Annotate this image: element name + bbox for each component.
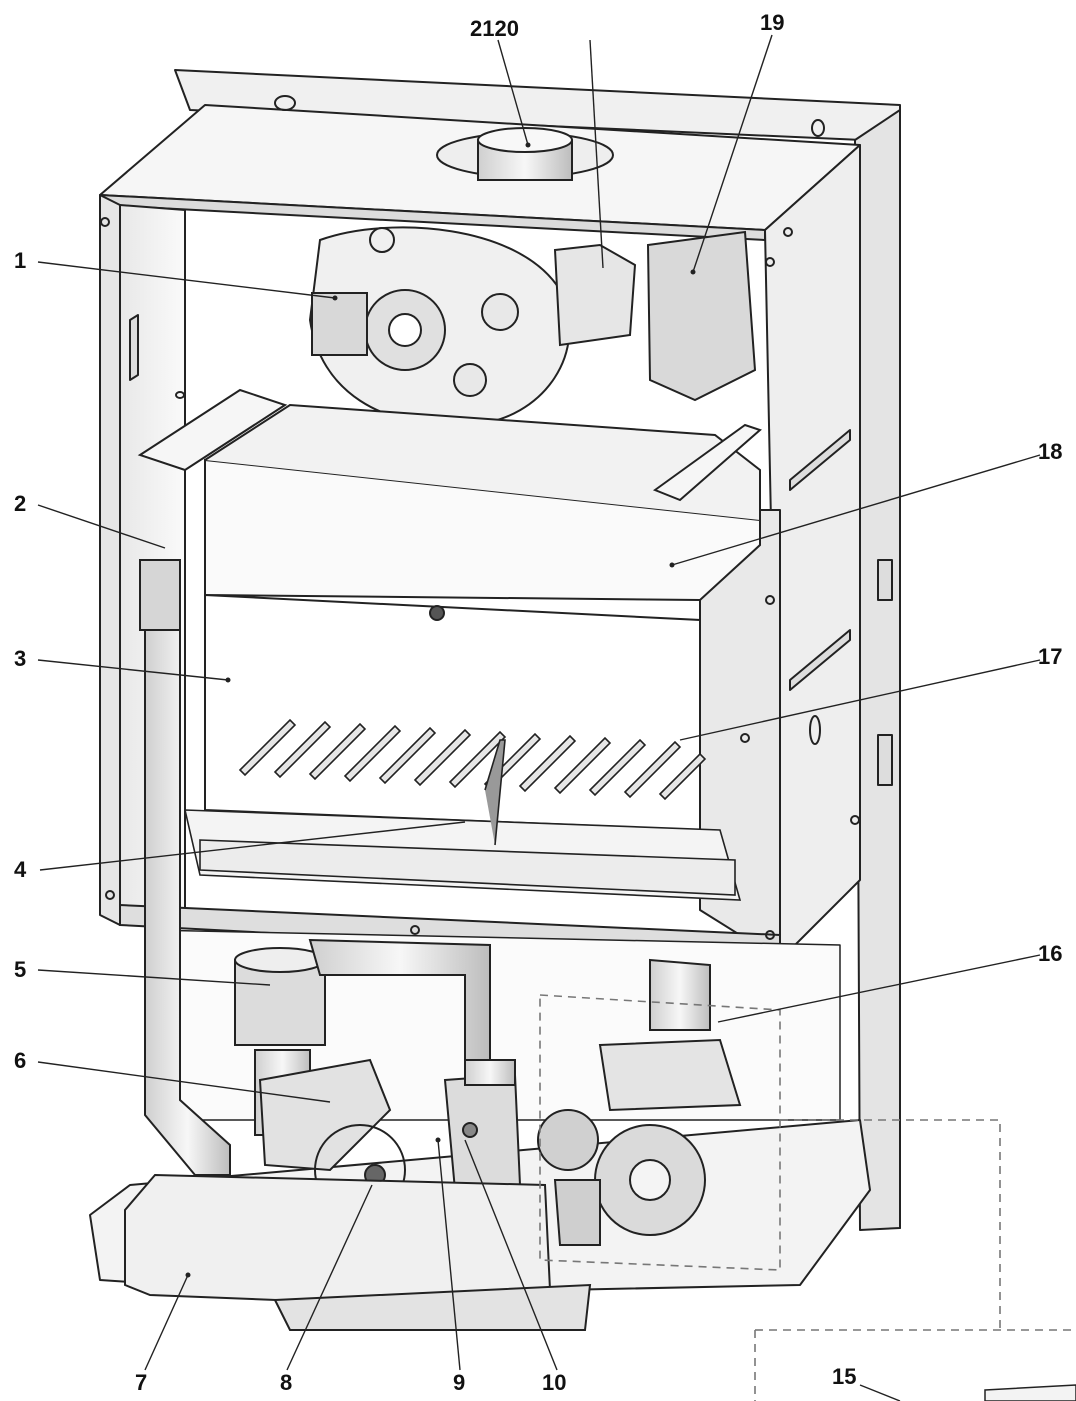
- callout-10: 10: [542, 1370, 567, 1395]
- leader-endpoints: [185, 142, 696, 1278]
- callout-3: 3: [14, 646, 27, 671]
- callout-1: 1: [14, 248, 27, 273]
- combustion-chamber: [137, 388, 762, 832]
- expansion-vessel: [124, 1173, 592, 1331]
- callout-6: 6: [14, 1048, 27, 1073]
- callout-2120: 2120: [470, 16, 519, 41]
- pump-assembly: [537, 958, 742, 1246]
- callout-2: 2: [14, 491, 27, 516]
- callout-15: 15: [832, 1364, 857, 1389]
- callout-18: 18: [1038, 439, 1063, 464]
- callout-7: 7: [135, 1370, 148, 1395]
- flue-outlet: [436, 127, 614, 181]
- callout-17: 17: [1038, 644, 1063, 669]
- left-side-panel: [99, 194, 121, 926]
- callout-9: 9: [453, 1370, 466, 1395]
- dashed-outline: [539, 994, 1076, 1401]
- controller-box: [984, 1384, 1076, 1401]
- callout-4: 4: [14, 857, 27, 882]
- gas-valve: [443, 1059, 522, 1192]
- leader-lines: [37, 34, 1041, 1401]
- burner: [183, 718, 742, 901]
- callout-16: 16: [1038, 941, 1063, 966]
- air-pressure-switch: [646, 230, 757, 402]
- callout-5: 5: [14, 957, 27, 982]
- right-side-panel: [854, 109, 901, 1231]
- callout-19: 19: [760, 10, 785, 35]
- return-pipe: [139, 559, 231, 1176]
- fan-assembly: [308, 226, 637, 427]
- callout-8: 8: [280, 1370, 293, 1395]
